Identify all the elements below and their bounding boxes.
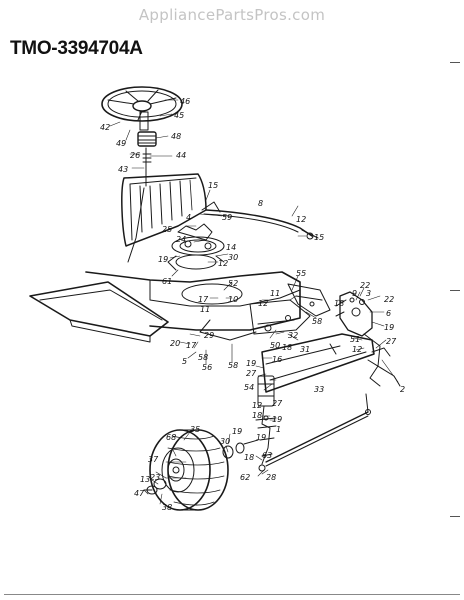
callout-61: 61 — [162, 277, 172, 286]
callout-22-a: 22 — [360, 281, 370, 290]
callout-18-spindle: 18 — [252, 411, 262, 420]
callout-58-right: 58 — [312, 317, 322, 326]
edge-tick-middle — [450, 290, 460, 291]
callout-59: 59 — [222, 213, 232, 222]
callout-12-gear: 12 — [218, 259, 228, 268]
callout-31: 31 — [300, 345, 310, 354]
callout-5: 5 — [182, 357, 187, 366]
callout-68: 68 — [166, 433, 176, 442]
callout-1: 1 — [276, 425, 281, 434]
steering-gear — [167, 223, 225, 271]
callout-19-right: 19 — [384, 323, 394, 332]
callout-15-right: 15 — [314, 233, 324, 242]
callout-26: 26 — [130, 151, 140, 160]
callout-28: 28 — [266, 473, 276, 482]
callout-19-center: 19 — [246, 359, 256, 368]
callout-17-frame: 17 — [198, 295, 209, 304]
callout-58-center: 58 — [228, 361, 238, 370]
callout-48: 48 — [171, 132, 181, 141]
callout-22-b: 22 — [384, 295, 394, 304]
callout-13: 13 — [140, 475, 150, 484]
steering-wheel — [101, 86, 183, 122]
callout-18-right: 18 — [334, 299, 344, 308]
bottom-border-line — [4, 594, 460, 595]
callout-19-spindle: 19 — [272, 415, 282, 424]
edge-tick-bottom — [450, 516, 460, 517]
watermark-text: AppliancePartsPros.com — [138, 6, 326, 24]
callout-63: 63 — [262, 451, 272, 460]
callout-12-right: 12 — [352, 345, 362, 354]
callout-45: 45 — [174, 111, 184, 120]
callout-44: 44 — [176, 151, 186, 160]
callout-10: 10 — [228, 295, 238, 304]
callout-11-b: 11 — [200, 305, 210, 314]
callout-37: 37 — [148, 455, 159, 464]
callout-27-b: 27 — [386, 337, 397, 346]
drag-link-rod — [201, 201, 319, 240]
callout-19-left: 19 — [158, 255, 168, 264]
callout-29: 29 — [204, 331, 214, 340]
leader-lines — [109, 99, 399, 505]
callout-54: 54 — [244, 383, 254, 392]
callout-12-spindle: 12 — [252, 401, 262, 410]
front-axle — [261, 333, 375, 393]
main-frame — [85, 271, 311, 341]
callout-19-lower: 19 — [256, 433, 266, 442]
callout-56: 56 — [202, 363, 212, 372]
callout-18-lower: 18 — [244, 453, 254, 462]
callout-27-a: 27 — [246, 369, 257, 378]
edge-tick-top — [450, 62, 460, 63]
callout-9: 9 — [352, 289, 357, 298]
callout-35: 35 — [190, 425, 200, 434]
callout-numbers: 46 45 42 49 48 26 44 43 15 8 12 15 59 4 … — [100, 97, 405, 512]
hub-hardware — [143, 439, 259, 495]
callout-52: 52 — [228, 279, 238, 288]
callout-23: 23 — [150, 473, 160, 482]
tie-rod — [265, 393, 371, 467]
frame-rail — [29, 281, 169, 343]
callout-12-top: 12 — [296, 215, 306, 224]
callout-18-center: 18 — [282, 343, 292, 352]
callout-3: 3 — [366, 289, 371, 298]
callout-14: 14 — [226, 243, 236, 252]
callout-51: 51 — [350, 335, 360, 344]
callout-30-gear: 30 — [228, 253, 238, 262]
front-wheel — [149, 429, 229, 511]
model-number: TMO-3394704A — [10, 38, 143, 59]
callout-6: 6 — [386, 309, 391, 318]
callout-47: 47 — [134, 489, 145, 498]
callout-42: 42 — [100, 123, 110, 132]
callout-4: 4 — [186, 213, 191, 222]
callout-32: 32 — [288, 331, 298, 340]
callout-15-top: 15 — [208, 181, 218, 190]
callout-62: 62 — [240, 473, 250, 482]
callout-8: 8 — [258, 199, 263, 208]
callout-50: 50 — [270, 341, 280, 350]
callout-27-c: 27 — [272, 399, 283, 408]
callout-17-left: 17 — [186, 341, 197, 350]
callout-43: 43 — [118, 165, 128, 174]
callout-12-frame: 12 — [258, 299, 268, 308]
callout-24: 24 — [176, 235, 186, 244]
callout-46: 46 — [180, 97, 190, 106]
callout-19-hub: 19 — [232, 427, 242, 436]
dash-panel — [121, 173, 207, 247]
callout-33: 33 — [314, 385, 324, 394]
callout-30-hub: 30 — [220, 437, 230, 446]
steering-shaft — [127, 111, 157, 263]
callout-11-a: 11 — [270, 289, 280, 298]
callout-38: 38 — [162, 503, 172, 512]
callout-20: 20 — [170, 339, 180, 348]
callout-2: 2 — [400, 385, 405, 394]
callout-58-left: 58 — [198, 353, 208, 362]
callout-49: 49 — [116, 139, 126, 148]
callout-25: 25 — [162, 225, 172, 234]
callout-55: 55 — [296, 269, 306, 278]
mounting-bracket — [287, 283, 331, 317]
callout-16: 16 — [272, 355, 282, 364]
